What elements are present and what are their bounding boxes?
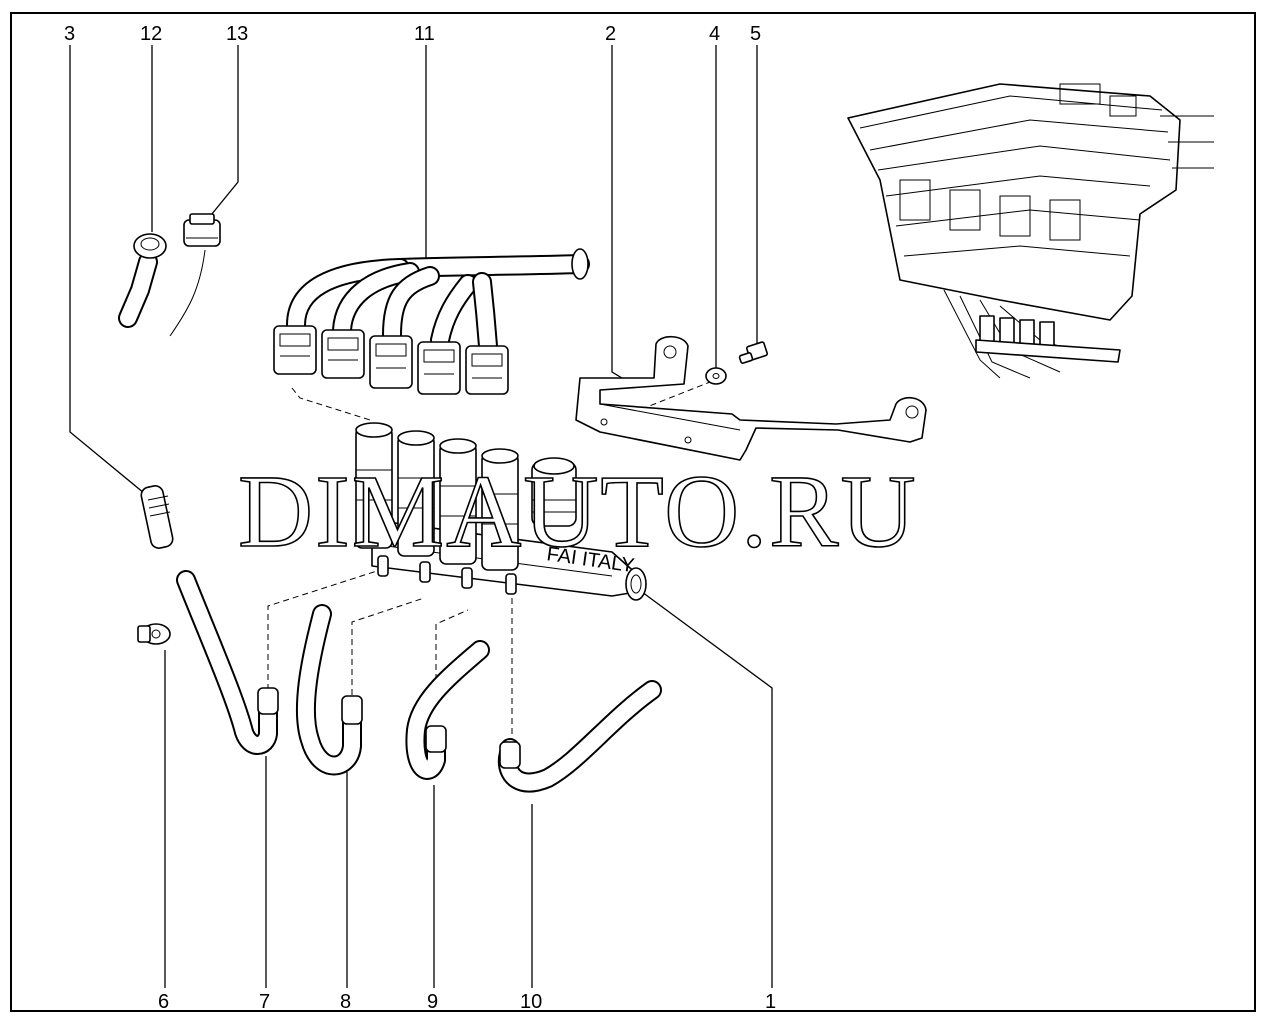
mounting-bracket-part: [575, 335, 927, 461]
injector-1: [355, 422, 393, 549]
callout-13: 13: [226, 23, 248, 45]
callout-3: 3: [64, 23, 75, 45]
callout-labels: 3 12 13 11 2 4 5 6 7 8 9 10 1: [64, 23, 776, 1013]
harness-connector-5: [465, 345, 509, 395]
rail-outlet-nozzles: [377, 555, 517, 595]
callout-11: 11: [414, 23, 435, 45]
callout-12: 12: [140, 23, 162, 45]
callout-6: 6: [158, 991, 169, 1013]
callout-8: 8: [340, 991, 351, 1013]
hose-clamp-part: [137, 623, 171, 645]
callout-5: 5: [750, 23, 761, 45]
harness-connector-4: [417, 341, 461, 395]
engine-overview-illustration: [847, 83, 1214, 379]
hose-8-part: [295, 604, 363, 776]
diagram-frame: [10, 12, 1256, 1012]
callout-7: 7: [259, 991, 270, 1013]
sensor-connector-part: [169, 213, 221, 337]
callout-10: 10: [520, 991, 542, 1013]
injector-4: [481, 448, 519, 571]
harness-connector-1: [273, 325, 317, 375]
bolt-part: [738, 341, 769, 364]
callout-4: 4: [709, 23, 720, 45]
hose-10-part: [497, 680, 662, 793]
callout-9: 9: [427, 991, 438, 1013]
hose-7-part: [176, 570, 279, 755]
pressure-sensor: [531, 457, 577, 527]
hose-elbow-part: [118, 233, 167, 328]
injector-2: [397, 430, 435, 557]
harness-connector-2: [321, 329, 365, 379]
harness-connector-3: [369, 335, 413, 389]
hose-9-part: [405, 640, 490, 780]
callout-2: 2: [605, 23, 616, 45]
assembly-dashed-lines: [267, 353, 761, 744]
injector-rail-part: FAI ITALY: [355, 422, 647, 601]
watermark-text: DIMAUTO.RU: [238, 454, 918, 569]
hose-fitting-part: [140, 485, 174, 549]
callout-1: 1: [765, 991, 776, 1013]
wiring-harness-part: [273, 248, 590, 395]
leader-lines: [69, 45, 773, 988]
washer-part: [705, 367, 727, 385]
injector-3: [439, 438, 477, 565]
